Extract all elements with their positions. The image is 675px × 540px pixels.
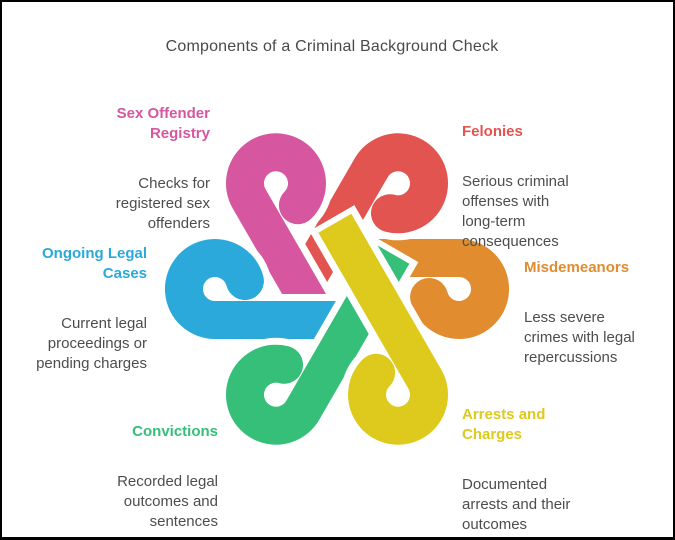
entry-label: Felonies — [462, 123, 523, 140]
entry-ongoing-legal-cases: Ongoing Legal Cases Current legal procee… — [7, 226, 147, 392]
entry-sex-offender-registry: Sex Offender Registry Checks for registe… — [42, 86, 210, 252]
entry-description: Current legal proceedings or pending cha… — [36, 315, 147, 372]
entry-description: Checks for registered sex offenders — [115, 175, 210, 232]
knot-diagram — [158, 126, 516, 452]
entry-description: Recorded legal outcomes and sentences — [117, 473, 218, 530]
entry-label: Convictions — [132, 423, 218, 440]
entry-arrests-and-charges: Arrests and Charges Documented arrests a… — [462, 387, 640, 537]
entry-description: Documented arrests and their outcomes — [462, 476, 571, 533]
entry-description: Serious criminal offenses with long-term… — [462, 173, 569, 250]
entry-description: Less severe crimes with legal repercussi… — [524, 309, 635, 366]
entry-felonies: Felonies Serious criminal offenses with … — [462, 104, 640, 270]
entry-label: Sex Offender Registry — [116, 105, 210, 142]
entry-label: Arrests and Charges — [462, 406, 546, 443]
entry-convictions: Convictions Recorded legal outcomes and … — [62, 404, 218, 537]
entry-misdemeanors: Misdemeanors Less severe crimes with leg… — [524, 240, 673, 386]
petal-arrests-and-charges-icon — [309, 205, 455, 452]
entry-label: Misdemeanors — [524, 259, 630, 276]
entry-label: Ongoing Legal Cases — [42, 245, 147, 282]
page-title: Components of a Criminal Background Chec… — [165, 38, 499, 55]
